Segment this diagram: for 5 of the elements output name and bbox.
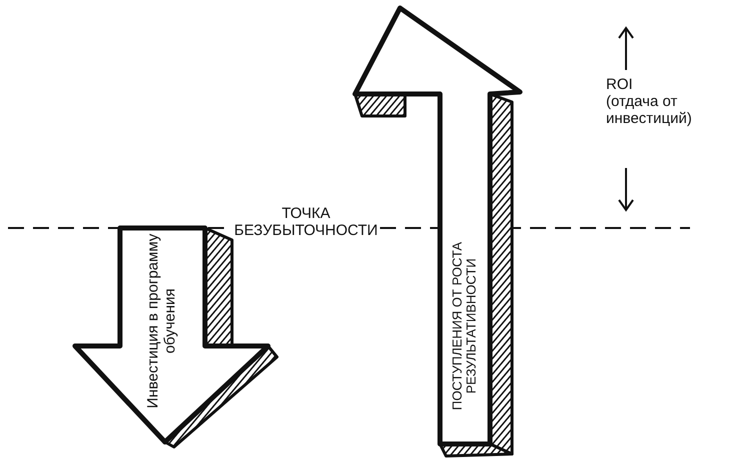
- arrow-label: ПОСТУПЛЕНИЯ ОТ РОСТА РЕЗУЛЬТАТИВНОСТИ: [450, 240, 480, 412]
- break-even-label: ТОЧКА БЕЗУБЫТОЧНОСТИ: [233, 205, 379, 240]
- roi-description: (отдача от инвестиций): [606, 93, 693, 128]
- arrow-label: Инвестиция в программу обучения: [146, 234, 178, 408]
- roi-label: ROI: [606, 76, 634, 94]
